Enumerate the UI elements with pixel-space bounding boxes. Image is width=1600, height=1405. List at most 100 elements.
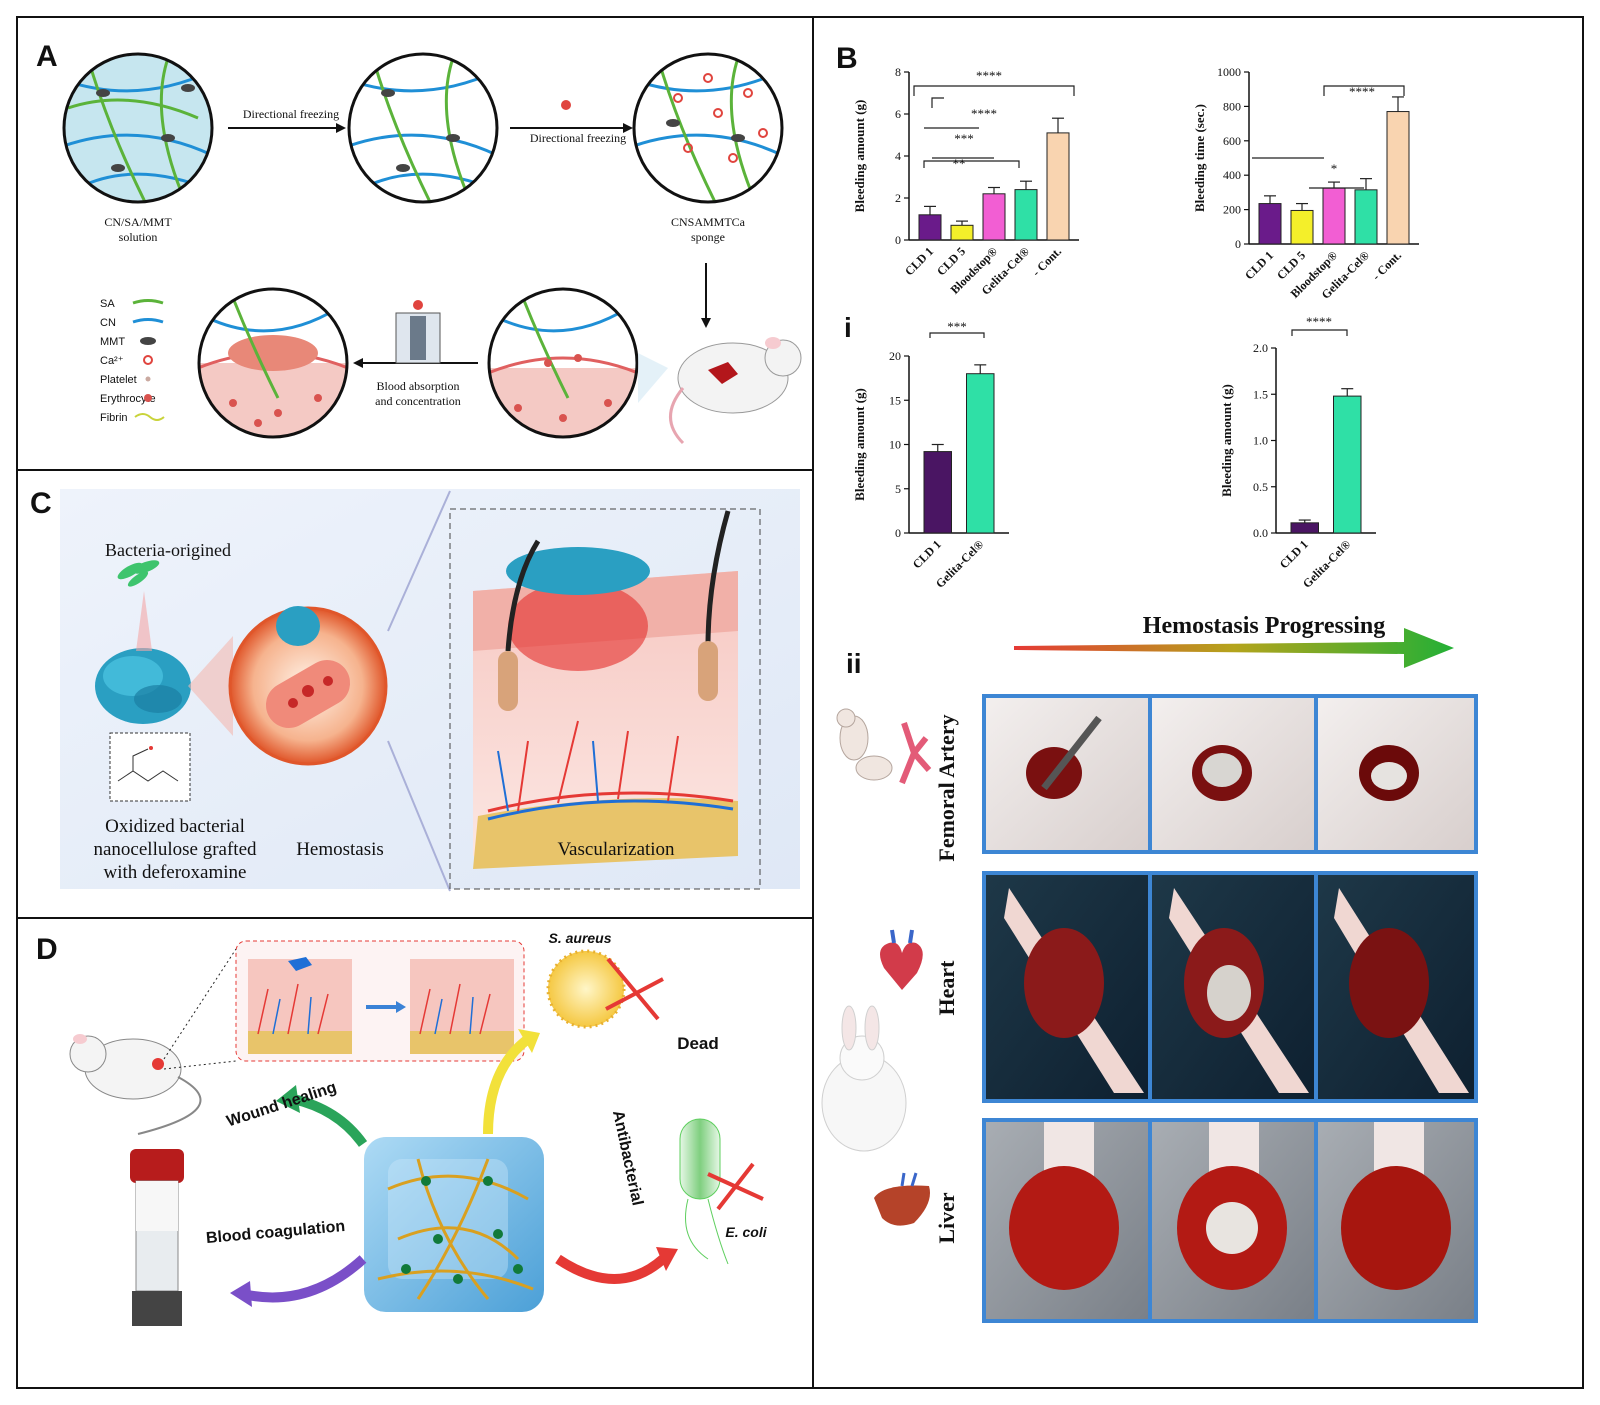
x-tick-label: - Cont.: [1369, 248, 1404, 283]
y-tick-label: 0.0: [1253, 526, 1268, 540]
arrow-wound-healing: [291, 1094, 368, 1147]
bacteria-icon: [117, 560, 160, 587]
mouse-icon: [69, 1034, 202, 1135]
vascularization-label: Vascularization: [557, 839, 675, 860]
y-tick-label: 0: [895, 233, 901, 247]
panel-c-diagram: Bacteria-origined Oxidized bacterial nan…: [60, 489, 800, 892]
dead-label: Dead: [677, 1034, 719, 1053]
step1-label: Directional freezing: [243, 107, 339, 121]
solution-circle: [62, 52, 214, 204]
rabbit-icon: [821, 1005, 907, 1152]
panel-d: D: [16, 917, 814, 1389]
antibacterial-label: Antibacterial: [609, 1109, 646, 1207]
panel-d-diagram: S. aureus Dead Antibacterial Wound heali…: [69, 930, 768, 1326]
y-axis-label: Bleeding time (sec.): [1192, 104, 1207, 212]
bar: [1046, 132, 1070, 241]
bar: [1322, 187, 1346, 245]
x-tick-label: CLD 1: [902, 244, 936, 278]
arrow-blood-coag: [241, 1255, 367, 1303]
hemostasis-label: Hemostasis: [296, 839, 384, 860]
bar: [1354, 189, 1378, 245]
fibrin-icon: [134, 413, 165, 421]
blood-coagulation-label: Blood coagulation: [205, 1218, 345, 1247]
rat-icon: [836, 708, 893, 781]
y-tick-label: 6: [895, 107, 901, 121]
y-tick-label: 8: [895, 65, 901, 79]
blue-fiber-icon: [132, 318, 164, 324]
y-axis-label: Bleeding amount (g): [852, 388, 867, 501]
liver-photo-strip: [982, 1118, 1478, 1323]
y-tick-label: 4: [895, 149, 901, 163]
y-tick-label: 800: [1223, 99, 1241, 113]
bar: [1386, 111, 1410, 245]
sponge-circle: [632, 52, 784, 204]
organ-label-heart: Heart: [934, 960, 959, 1016]
origin-label: Bacteria-origined: [105, 540, 231, 560]
legend-label: CN: [100, 317, 116, 329]
absorption-circle: [487, 287, 639, 439]
sub-label-i: i: [844, 312, 852, 343]
significance-label: ****: [1306, 314, 1332, 329]
step2-label: Directional freezing: [530, 131, 626, 145]
bar: [982, 193, 1006, 241]
bar: [923, 451, 952, 534]
significance-label: *: [1331, 161, 1338, 176]
legend-item: MMT: [100, 336, 156, 348]
hydrogel-cube-icon: [364, 1137, 544, 1312]
bar: [1290, 522, 1319, 534]
y-tick-label: 600: [1223, 134, 1241, 148]
y-tick-label: 10: [889, 438, 901, 452]
y-tick-label: 1.0: [1253, 434, 1268, 448]
significance-bracket: [931, 97, 944, 108]
legend-item: CN: [100, 317, 164, 329]
legend-item: SA: [100, 298, 164, 310]
y-tick-label: 0: [1235, 237, 1241, 251]
organ-label-femoral: Femoral Artery: [934, 714, 959, 861]
y-tick-label: 15: [889, 393, 901, 407]
significance-bracket: [929, 332, 985, 338]
legend-item: Erythrocyte: [100, 393, 156, 405]
significance-bracket: [1291, 329, 1348, 336]
panel-label-b: B: [836, 42, 858, 75]
bar: [1333, 395, 1362, 534]
liver-icon: [874, 1172, 930, 1226]
bar: [1014, 189, 1038, 241]
y-tick-label: 1.5: [1253, 387, 1268, 401]
legend-item: Fibrin: [100, 412, 165, 424]
y-tick-label: 5: [895, 482, 901, 496]
significance-label: **: [953, 156, 966, 171]
solution-label-1: CN/SA/MMT: [104, 215, 172, 229]
significance-bracket: [923, 160, 1020, 168]
y-tick-label: 0.5: [1253, 480, 1268, 494]
skin-tissue-icon: [449, 508, 761, 890]
bar: [1290, 209, 1314, 245]
legend-label: Ca²⁺: [100, 355, 124, 367]
organ-label-liver: Liver: [934, 1192, 959, 1244]
significance-label: ***: [947, 319, 967, 334]
significance-bracket: [1323, 85, 1405, 96]
y-tick-label: 2.0: [1253, 341, 1268, 355]
bar: [1258, 203, 1282, 245]
x-tick-label: CLD 1: [1277, 537, 1311, 571]
legend-item: Ca²⁺: [100, 355, 153, 367]
frozen-circle: [347, 52, 499, 204]
arrow-dead: [483, 1035, 532, 1135]
sponge-label-1: CNSAMMTCa: [671, 215, 746, 229]
nanocellulose-block-icon: [95, 648, 191, 724]
artery-icon: [899, 722, 932, 785]
y-tick-label: 2: [895, 191, 901, 205]
significance-label: ****: [971, 106, 997, 121]
y-tick-label: 20: [889, 349, 901, 363]
solution-label-2: solution: [119, 230, 158, 244]
absorption-label-1: Blood absorption: [377, 379, 460, 393]
platelet-icon: [145, 376, 151, 382]
sponge-label-2: sponge: [691, 230, 725, 244]
y-axis-label: Bleeding amount (g): [1219, 384, 1234, 497]
significance-label: ****: [976, 68, 1002, 83]
